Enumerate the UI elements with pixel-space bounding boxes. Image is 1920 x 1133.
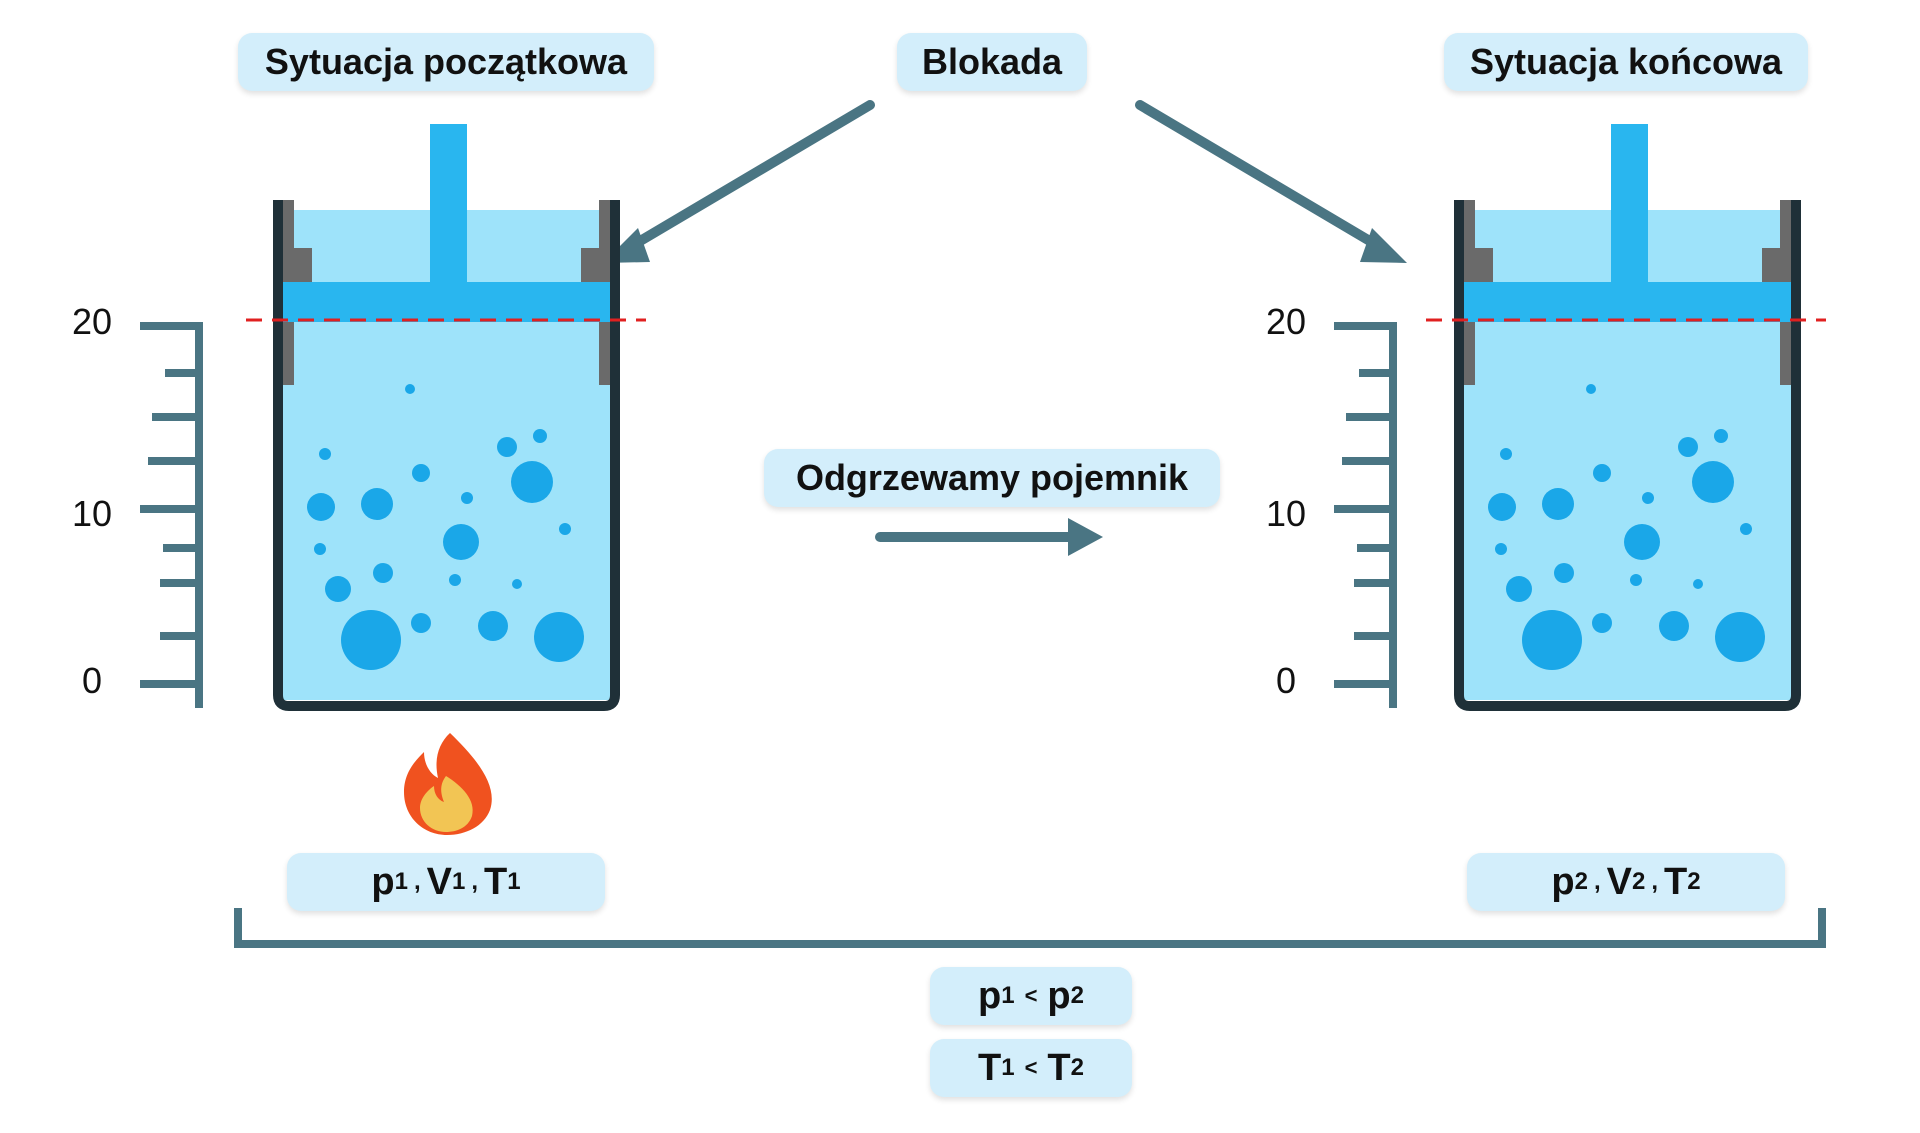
left-scale bbox=[140, 322, 203, 708]
subscript: 2 bbox=[1632, 868, 1646, 895]
pressure-symbol: p bbox=[1047, 974, 1071, 1017]
heating-label: Odgrzewamy pojemnik bbox=[764, 449, 1220, 507]
separator: , bbox=[1651, 868, 1659, 895]
subscript: 1 bbox=[452, 868, 466, 895]
separator: , bbox=[471, 868, 479, 895]
less-than-operator: < bbox=[1024, 1055, 1038, 1080]
separator: , bbox=[413, 868, 421, 895]
scale-tick-label: 20 bbox=[1265, 301, 1306, 342]
subscript: 2 bbox=[1070, 982, 1084, 1009]
scale-tick-label: 10 bbox=[71, 493, 112, 534]
subscript: 2 bbox=[1687, 868, 1701, 895]
subscript: 1 bbox=[1001, 982, 1015, 1009]
subscript: 1 bbox=[394, 868, 408, 895]
scale-tick-label: 0 bbox=[1275, 660, 1296, 701]
subscript: 1 bbox=[1001, 1054, 1015, 1081]
less-than-operator: < bbox=[1024, 983, 1038, 1008]
scale-tick-label: 20 bbox=[71, 301, 112, 342]
flame-icon bbox=[404, 733, 492, 835]
subscript: 2 bbox=[1070, 1054, 1084, 1081]
volume-symbol: V bbox=[426, 860, 452, 903]
piston-rod bbox=[430, 124, 467, 284]
piston bbox=[1463, 282, 1792, 322]
temperature-symbol: T bbox=[1047, 1046, 1071, 1089]
temperature-symbol: T bbox=[1664, 860, 1688, 903]
container-initial bbox=[273, 124, 620, 711]
volume-symbol: V bbox=[1606, 860, 1632, 903]
separator: , bbox=[1593, 868, 1601, 895]
temperature-symbol: T bbox=[484, 860, 508, 903]
blockade-label: Blokada bbox=[897, 33, 1087, 91]
pressure-symbol: p bbox=[371, 860, 395, 903]
initial-state-label: Sytuacja początkowa bbox=[238, 33, 654, 91]
piston-rod bbox=[1611, 124, 1648, 284]
piston bbox=[282, 282, 611, 322]
blockade-arrows bbox=[603, 100, 1407, 263]
process-arrow bbox=[875, 518, 1103, 556]
temperature-symbol: T bbox=[977, 1046, 1002, 1089]
pressure-symbol: p bbox=[977, 974, 1002, 1017]
right-scale bbox=[1334, 322, 1397, 708]
comparison-bracket bbox=[234, 908, 1826, 948]
gas-bubbles bbox=[307, 384, 584, 670]
pressure-symbol: p bbox=[1551, 860, 1575, 903]
container-final bbox=[1454, 124, 1801, 711]
scale-tick-label: 0 bbox=[81, 660, 102, 701]
subscript: 1 bbox=[507, 868, 521, 895]
scale-tick-label: 10 bbox=[1265, 493, 1306, 534]
final-state-label: Sytuacja końcowa bbox=[1444, 33, 1808, 91]
gas-bubbles bbox=[1488, 384, 1765, 670]
subscript: 2 bbox=[1574, 868, 1588, 895]
